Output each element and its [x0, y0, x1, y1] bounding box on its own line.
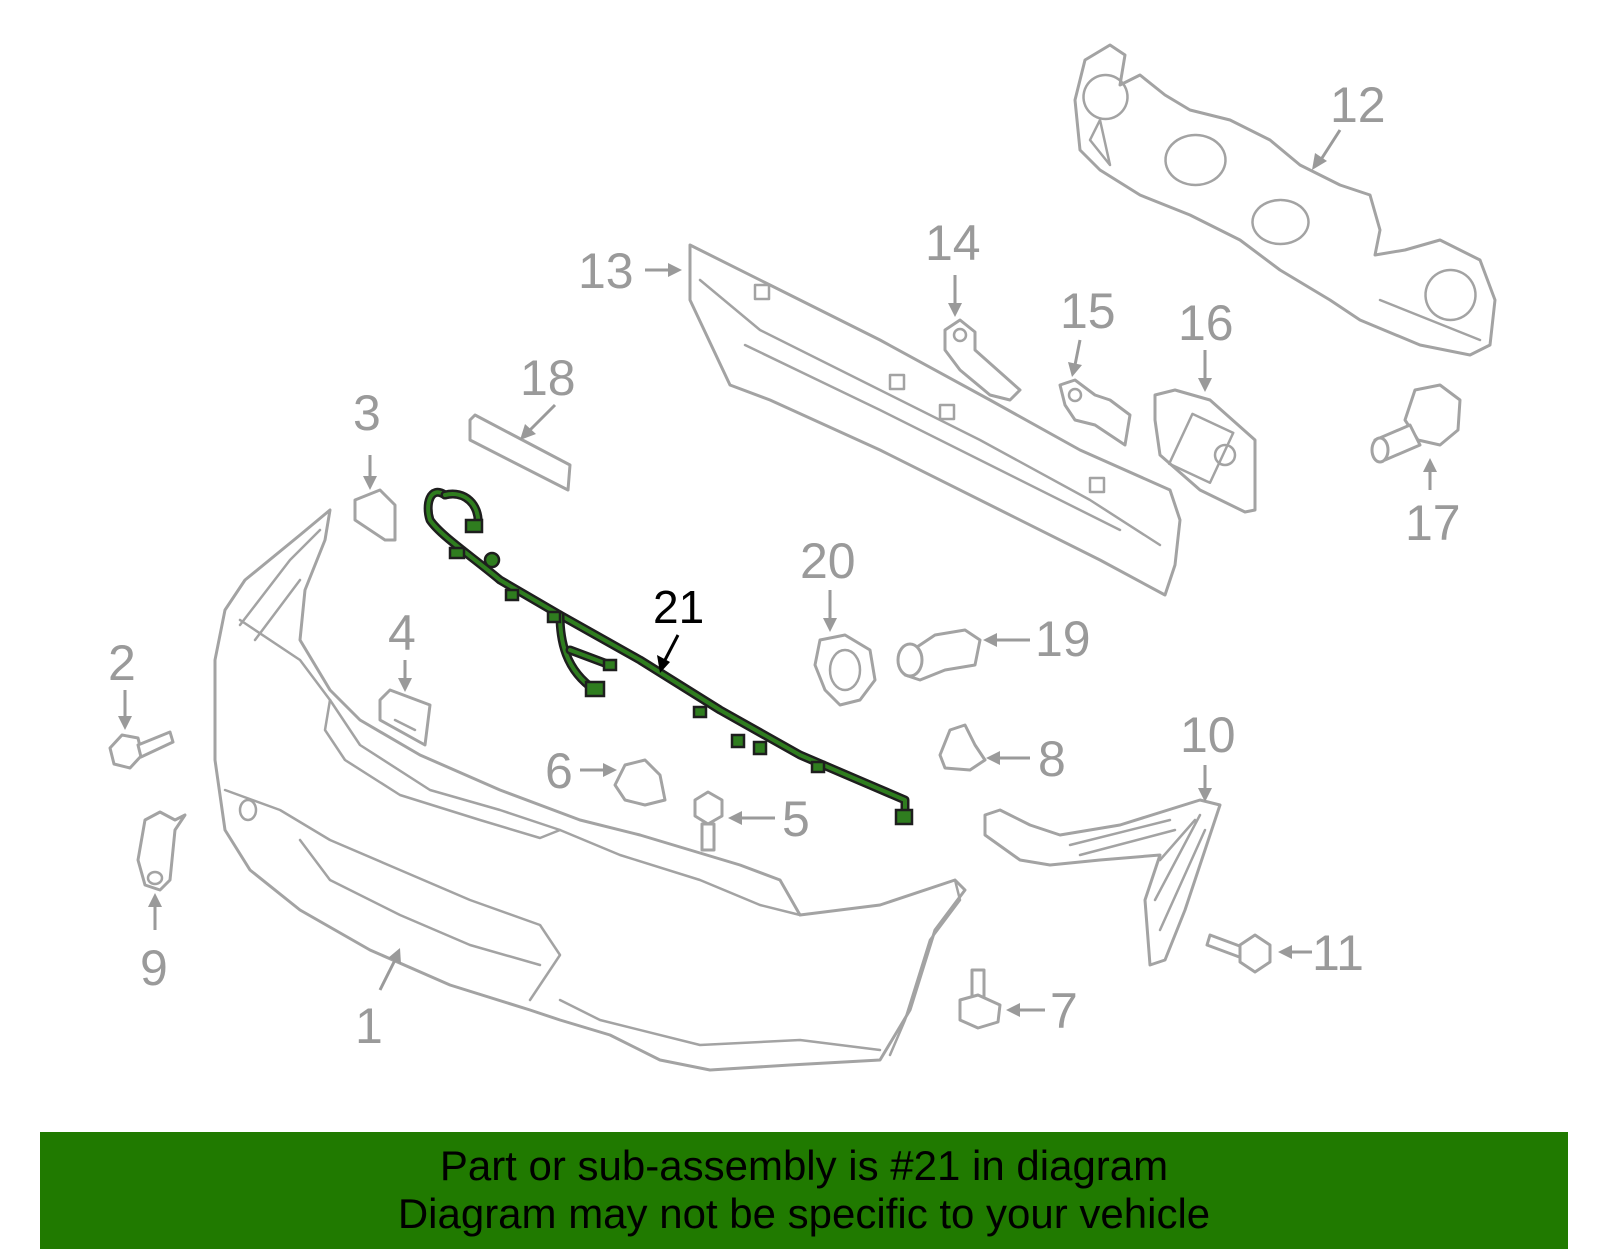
callout-20: 20 — [800, 533, 856, 589]
part-17-bolt — [1370, 383, 1462, 464]
part-1-bumper-cover — [213, 508, 967, 1072]
callout-12: 12 — [1330, 77, 1386, 133]
callout-11: 11 — [1312, 925, 1364, 981]
part-13-reinforcement — [688, 243, 1182, 597]
part-7-bolt — [958, 968, 1002, 1030]
callout-1: 1 — [355, 998, 383, 1054]
part-4-clip — [378, 688, 432, 747]
callout-5: 5 — [782, 791, 810, 847]
callout-3: 3 — [353, 385, 381, 441]
part-11-bolt — [1205, 933, 1272, 974]
part-9-bracket — [136, 810, 187, 892]
parts-diagram: 1 2 3 4 5 6 7 8 9 10 11 12 13 14 15 16 1… — [108, 43, 1497, 1072]
callout-16: 16 — [1178, 295, 1234, 351]
callout-21: 21 — [653, 581, 704, 633]
part-18-strip — [468, 413, 572, 492]
callout-8: 8 — [1038, 731, 1066, 787]
callout-4: 4 — [388, 605, 416, 661]
part-12-absorber — [1073, 43, 1497, 357]
callout-7: 7 — [1050, 983, 1078, 1039]
part-10-bracket — [983, 798, 1222, 967]
callout-10: 10 — [1180, 707, 1236, 763]
callout-labels: 1 2 3 4 5 6 7 8 9 10 11 12 13 14 15 16 1… — [108, 77, 1461, 1054]
callout-17: 17 — [1405, 495, 1461, 551]
callout-13: 13 — [578, 243, 634, 299]
part-3-clip — [353, 488, 397, 542]
part-15-bracket — [1058, 378, 1132, 447]
part-19-sensor — [896, 628, 982, 682]
part-8-clip — [938, 723, 987, 772]
banner-line-1: Part or sub-assembly is #21 in diagram — [439, 1142, 1169, 1189]
callout-6: 6 — [545, 743, 573, 799]
leader-arrows — [118, 129, 1437, 1017]
banner-line-2: Diagram may not be specific to your vehi… — [397, 1190, 1211, 1237]
part-16-housing — [1153, 388, 1257, 514]
callout-19: 19 — [1035, 611, 1091, 667]
info-banner: Part or sub-assembly is #21 in diagram D… — [40, 1132, 1568, 1249]
callout-9: 9 — [140, 940, 168, 996]
callout-14: 14 — [925, 215, 981, 271]
callout-2: 2 — [108, 635, 136, 691]
part-20-sensor-holder — [813, 633, 877, 707]
callout-15: 15 — [1060, 283, 1116, 339]
part-2-bolt — [108, 730, 175, 770]
part-21-wiring-harness — [423, 488, 914, 826]
part-6-clip — [613, 758, 667, 807]
part-14-bracket — [943, 318, 1022, 402]
part-5-bolt — [693, 790, 724, 852]
callout-18: 18 — [520, 350, 576, 406]
callout-21-leader — [657, 634, 680, 673]
